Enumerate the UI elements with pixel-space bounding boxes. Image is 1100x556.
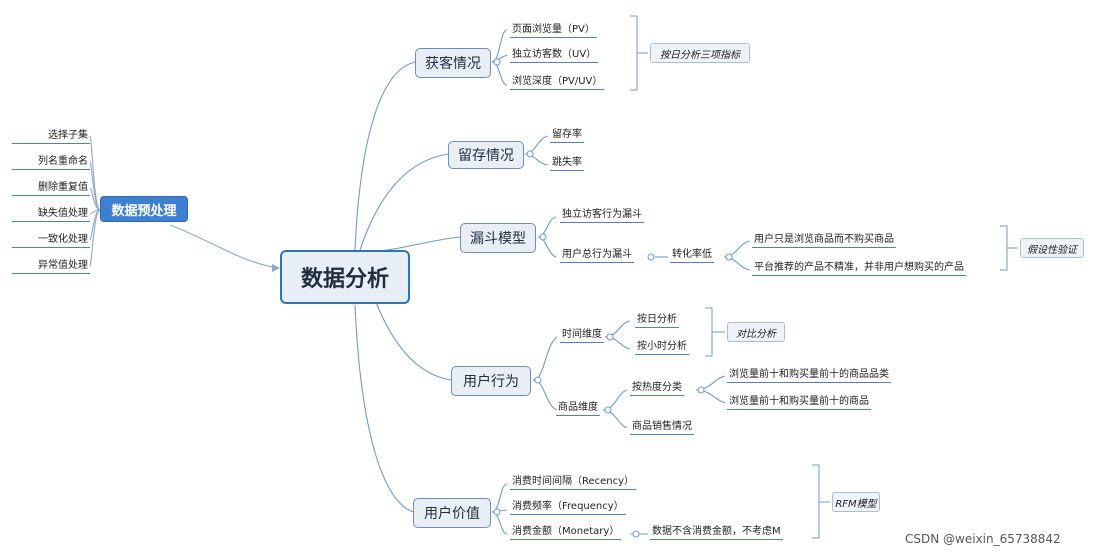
node-funnel[interactable]: 漏斗模型 xyxy=(460,223,536,253)
leaf-time-dimension[interactable]: 时间维度 xyxy=(560,325,604,343)
node-label: 获客情况 xyxy=(425,56,481,72)
leaf-missing-values[interactable]: 缺失值处理 xyxy=(12,204,90,222)
node-retention[interactable]: 留存情况 xyxy=(448,141,524,169)
leaf-daily[interactable]: 按日分析 xyxy=(635,310,679,328)
leaf-outliers[interactable]: 异常值处理 xyxy=(12,256,90,274)
leaf-pv-uv[interactable]: 浏览深度（PV/UV） xyxy=(510,72,605,90)
leaf-frequency[interactable]: 消费频率（Frequency） xyxy=(510,497,626,515)
watermark-text: CSDN @weixin_65738842 xyxy=(905,532,1061,546)
note-comparison[interactable]: 对比分析 xyxy=(727,322,785,342)
node-user-value[interactable]: 用户价值 xyxy=(413,498,491,528)
leaf-top-categories[interactable]: 浏览量前十和购买量前十的商品品类 xyxy=(727,365,891,383)
node-label: 留存情况 xyxy=(458,148,514,164)
leaf-recency[interactable]: 消费时间间隔（Recency） xyxy=(510,472,637,490)
leaf-sales[interactable]: 商品销售情况 xyxy=(630,417,694,435)
node-label: 漏斗模型 xyxy=(470,231,526,247)
node-acquisition[interactable]: 获客情况 xyxy=(415,48,491,78)
node-label: 用户行为 xyxy=(463,374,519,390)
node-label: 用户价值 xyxy=(424,506,480,522)
root-label: 数据分析 xyxy=(300,267,389,292)
leaf-browse-only[interactable]: 用户只是浏览商品而不购买商品 xyxy=(752,230,896,248)
leaf-hourly[interactable]: 按小时分析 xyxy=(635,337,689,355)
leaf-rename-columns[interactable]: 列名重命名 xyxy=(12,152,90,170)
leaf-bounce-rate[interactable]: 跳失率 xyxy=(550,153,584,171)
leaf-retention-rate[interactable]: 留存率 xyxy=(550,125,584,143)
leaf-product-dimension[interactable]: 商品维度 xyxy=(556,398,600,416)
root-node[interactable]: 数据分析 xyxy=(280,250,410,304)
leaf-total-funnel[interactable]: 用户总行为漏斗 xyxy=(560,245,634,263)
node-data-preprocessing[interactable]: 数据预处理 xyxy=(100,196,188,222)
leaf-monetary[interactable]: 消费金额（Monetary） xyxy=(510,522,622,540)
leaf-uv[interactable]: 独立访客数（UV） xyxy=(510,45,599,63)
leaf-select-subset[interactable]: 选择子集 xyxy=(12,126,90,144)
note-rfm[interactable]: RFM模型 xyxy=(832,492,880,512)
leaf-inaccurate-recommendation[interactable]: 平台推荐的产品不精准，并非用户想购买的产品 xyxy=(752,258,966,276)
leaf-top-products[interactable]: 浏览量前十和购买量前十的商品 xyxy=(727,392,871,410)
leaf-pv[interactable]: 页面浏览量（PV） xyxy=(510,20,597,38)
node-user-behavior[interactable]: 用户行为 xyxy=(451,366,531,396)
leaf-by-popularity[interactable]: 按热度分类 xyxy=(630,378,684,396)
leaf-remove-duplicates[interactable]: 删除重复值 xyxy=(12,178,90,196)
leaf-no-monetary-data[interactable]: 数据不含消费金额，不考虑M xyxy=(650,522,783,540)
note-hypothesis[interactable]: 假设性验证 xyxy=(1020,238,1084,258)
leaf-low-conversion[interactable]: 转化率低 xyxy=(670,245,714,263)
leaf-consistency[interactable]: 一致化处理 xyxy=(12,230,90,248)
leaf-visitor-funnel[interactable]: 独立访客行为漏斗 xyxy=(560,205,644,223)
note-daily-analysis[interactable]: 按日分析三项指标 xyxy=(650,43,750,63)
node-label: 数据预处理 xyxy=(111,203,177,219)
